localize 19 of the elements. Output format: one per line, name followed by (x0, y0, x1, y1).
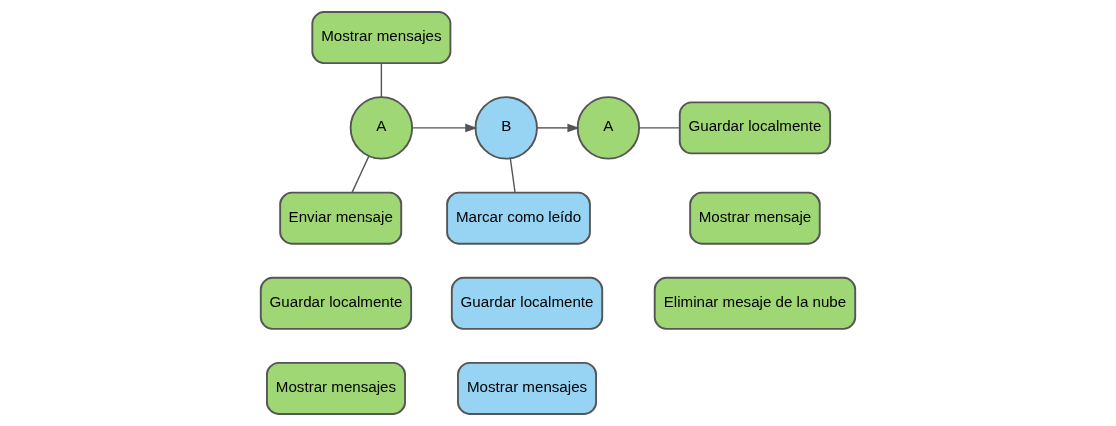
node-box: Mostrar mensajes (311, 11, 452, 65)
node-box: Marcar como leído (446, 191, 591, 245)
node-box: Guardar localmente (450, 276, 604, 330)
connector (638, 127, 681, 129)
node-box: Mostrar mensaje (689, 191, 821, 245)
node-box: Guardar localmente (678, 101, 832, 155)
node-box: Enviar mensaje (279, 191, 403, 245)
node-box: Guardar localmente (259, 276, 413, 330)
node-box: Mostrar mensajes (457, 361, 597, 415)
connector (380, 62, 383, 98)
node-circle: B (474, 96, 538, 160)
node-box: Eliminar mesaje de la nube (653, 276, 857, 330)
node-circle: A (576, 96, 641, 160)
arrow (411, 123, 478, 133)
node-box: Mostrar mensajes (266, 361, 406, 415)
arrow (536, 123, 580, 133)
node-circle: A (349, 96, 414, 160)
connector (351, 155, 370, 194)
connector (509, 157, 516, 194)
